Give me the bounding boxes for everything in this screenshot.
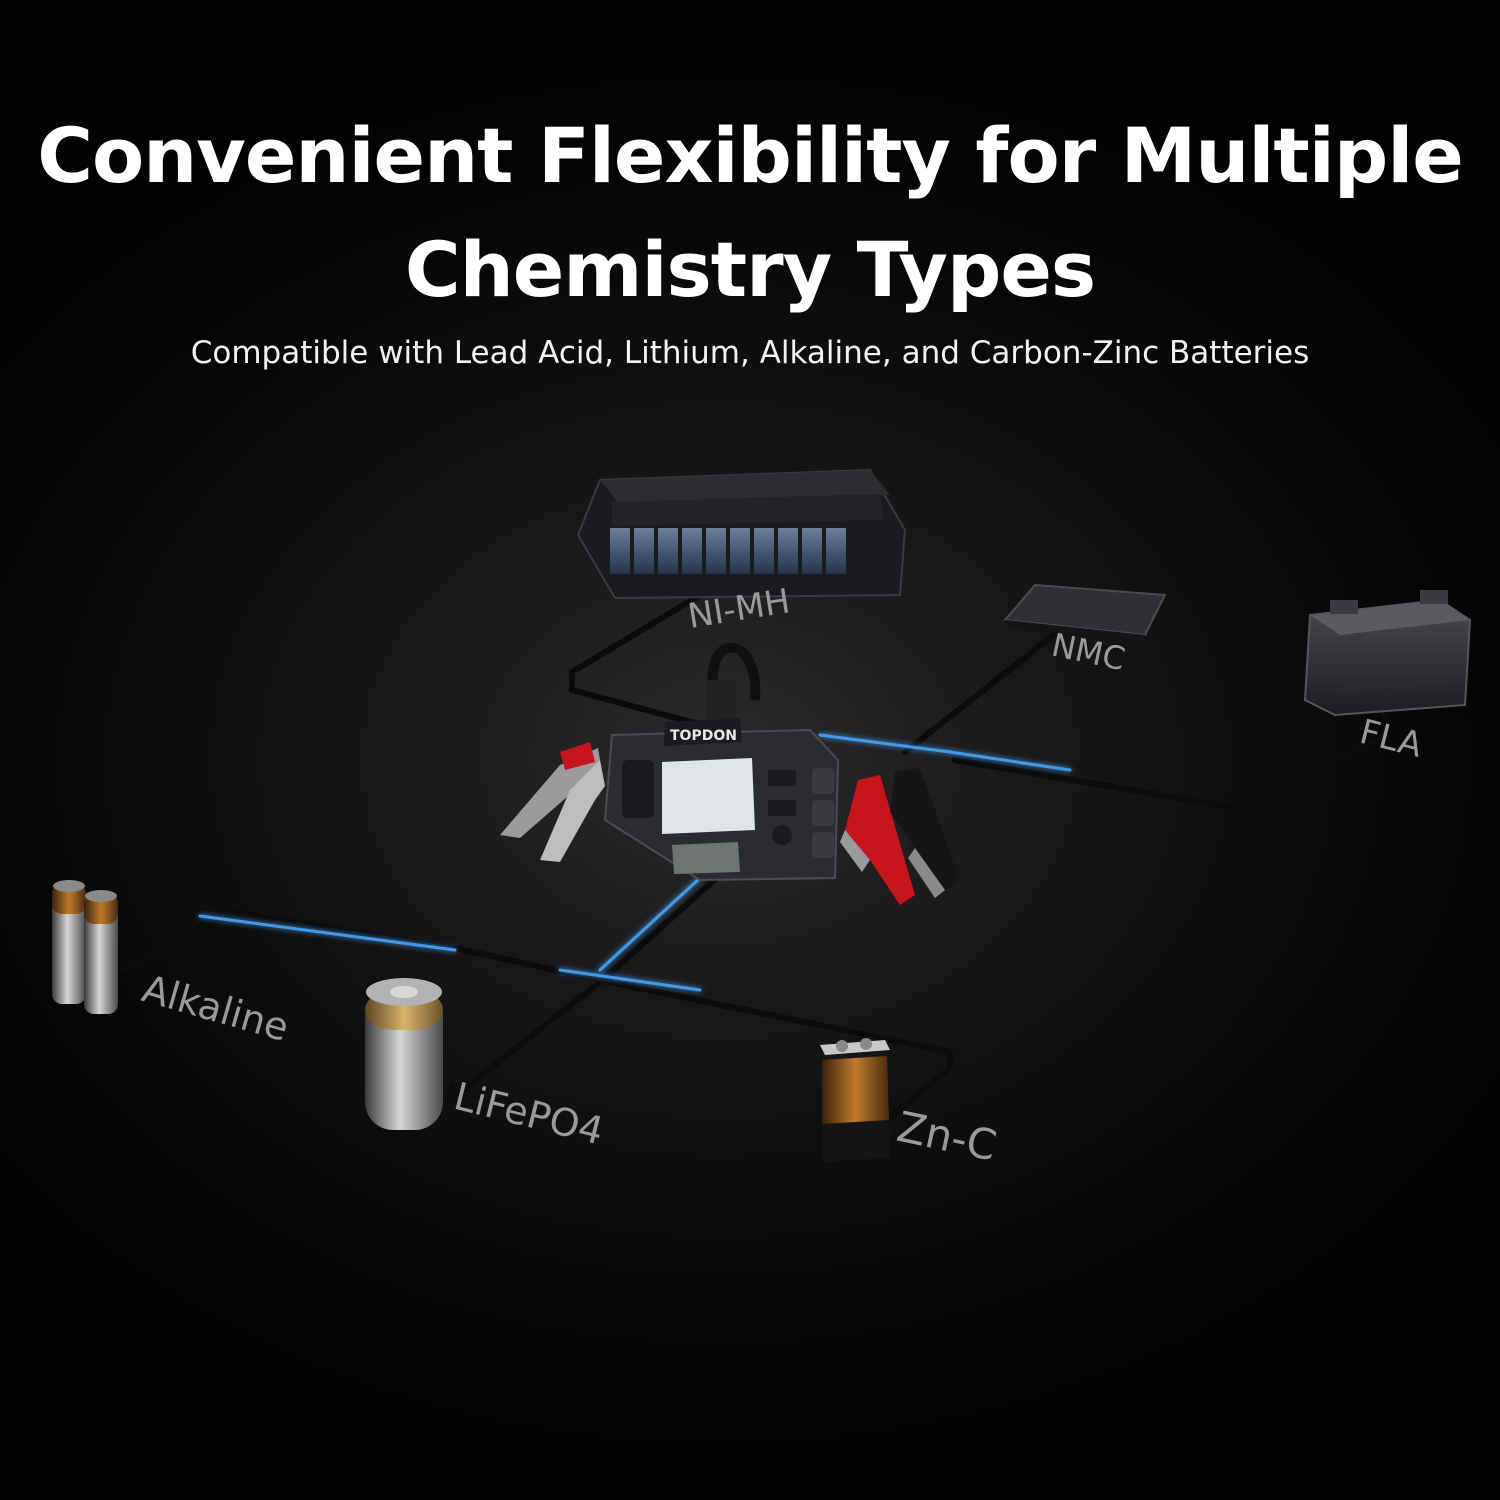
device-screen [662,758,755,834]
nmc-pouch-cell [1003,583,1167,642]
glow-segment-center [558,968,702,992]
label-fla: FLA [1356,712,1426,766]
cable-nimh [569,592,743,738]
device-power-button [772,825,792,845]
page-title-line-1: Convenient Flexibility for Multiple [37,111,1464,200]
page-subtitle: Compatible with Lead Acid, Lithium, Alka… [190,335,1310,371]
fla-car-battery [1303,590,1472,717]
device-lcd [672,842,740,874]
device-top-cable [707,642,761,702]
glow-segment-left [198,914,457,952]
cable-lifepo4 [447,872,723,1103]
device-brand-label: TOPDON [670,728,737,744]
cable-nmc [902,627,1063,755]
label-lifepo4: LiFePO4 [450,1074,608,1153]
glow-segment-right [948,750,1072,772]
cable-fla [952,709,1388,809]
glow-segment-top [818,733,952,754]
glow-segment-diagonal [598,876,702,972]
battery-tester-device: TOPDON [603,642,840,882]
device-exit-button [768,800,796,816]
lifepo4-cell [365,978,443,1130]
cable-alkaline [122,909,458,973]
nimh-cells [610,528,846,574]
left-clamps [500,742,605,862]
nimh-battery-pack [576,468,907,600]
alkaline-batteries [52,880,118,1014]
znc-9v-battery [820,1038,890,1162]
red-clamp [840,775,915,905]
page-title-line-2: Chemistry Types [404,225,1096,314]
black-clamp [890,768,960,898]
cable-network [122,592,1388,1121]
label-znc: Zn-C [893,1102,1001,1171]
device-dpad [622,760,654,818]
cable-znc [452,945,953,1121]
device-enter-button [768,770,796,786]
label-alkaline: Alkaline [138,966,294,1050]
cable-glow [198,733,1072,992]
